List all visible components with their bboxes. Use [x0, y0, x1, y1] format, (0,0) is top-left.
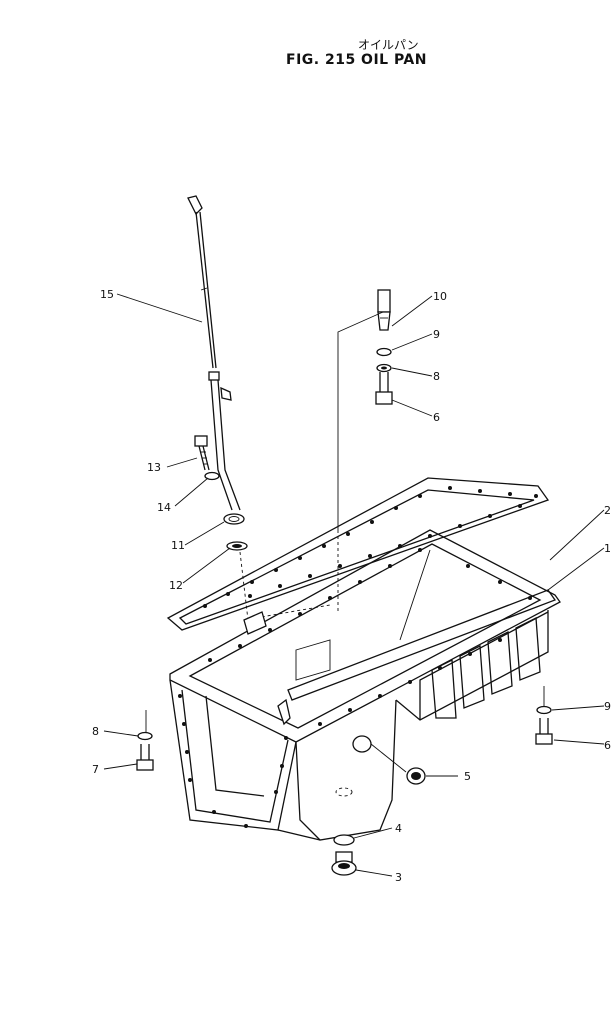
callout-7: 7: [92, 763, 99, 776]
callout-11: 11: [171, 539, 185, 552]
callout-15: 15: [100, 288, 114, 301]
callout-14: 14: [157, 501, 171, 514]
title-japanese: オイルパン: [358, 38, 419, 52]
drain-plug-3: [331, 851, 357, 876]
bolt-6-lower: [535, 718, 553, 745]
figure-title: FIG. 215 OIL PAN: [286, 52, 427, 68]
callout-8-upper: 8: [433, 370, 440, 383]
oil-pan-gasket-2: [166, 477, 550, 631]
washer-14: [204, 471, 220, 481]
callout-13: 13: [147, 461, 161, 474]
washer-9-lower: [536, 705, 552, 715]
dipstick-guide-tube: [208, 371, 245, 525]
callout-6-upper: 6: [433, 411, 440, 424]
callout-4: 4: [395, 822, 402, 835]
callout-2: 2: [604, 504, 611, 517]
oil-pan-1: [169, 529, 561, 841]
callout-5: 5: [464, 770, 471, 783]
leader-lines: [103, 293, 605, 877]
plug-5: [406, 767, 426, 785]
callout-10: 10: [433, 290, 447, 303]
callout-8-lower: 8: [92, 725, 99, 738]
callout-labels: 15 13 14 11 12 10 9 8 6 2 1 9 6 8 7 5 4 …: [92, 288, 611, 884]
callout-1: 1: [604, 542, 611, 555]
stud-10: [377, 289, 391, 331]
bolt-13: [194, 435, 210, 471]
callout-9-lower: 9: [604, 700, 611, 713]
dipstick: [187, 195, 217, 369]
callout-6-lower: 6: [604, 739, 611, 752]
gasket-4: [333, 834, 355, 846]
callout-3: 3: [395, 871, 402, 884]
callout-12: 12: [169, 579, 183, 592]
callout-9-upper: 9: [433, 328, 440, 341]
washer-9-upper: [376, 347, 392, 357]
bolt-7: [136, 744, 154, 771]
bolt-6-upper: [375, 372, 393, 405]
washer-8-lower: [137, 731, 153, 741]
